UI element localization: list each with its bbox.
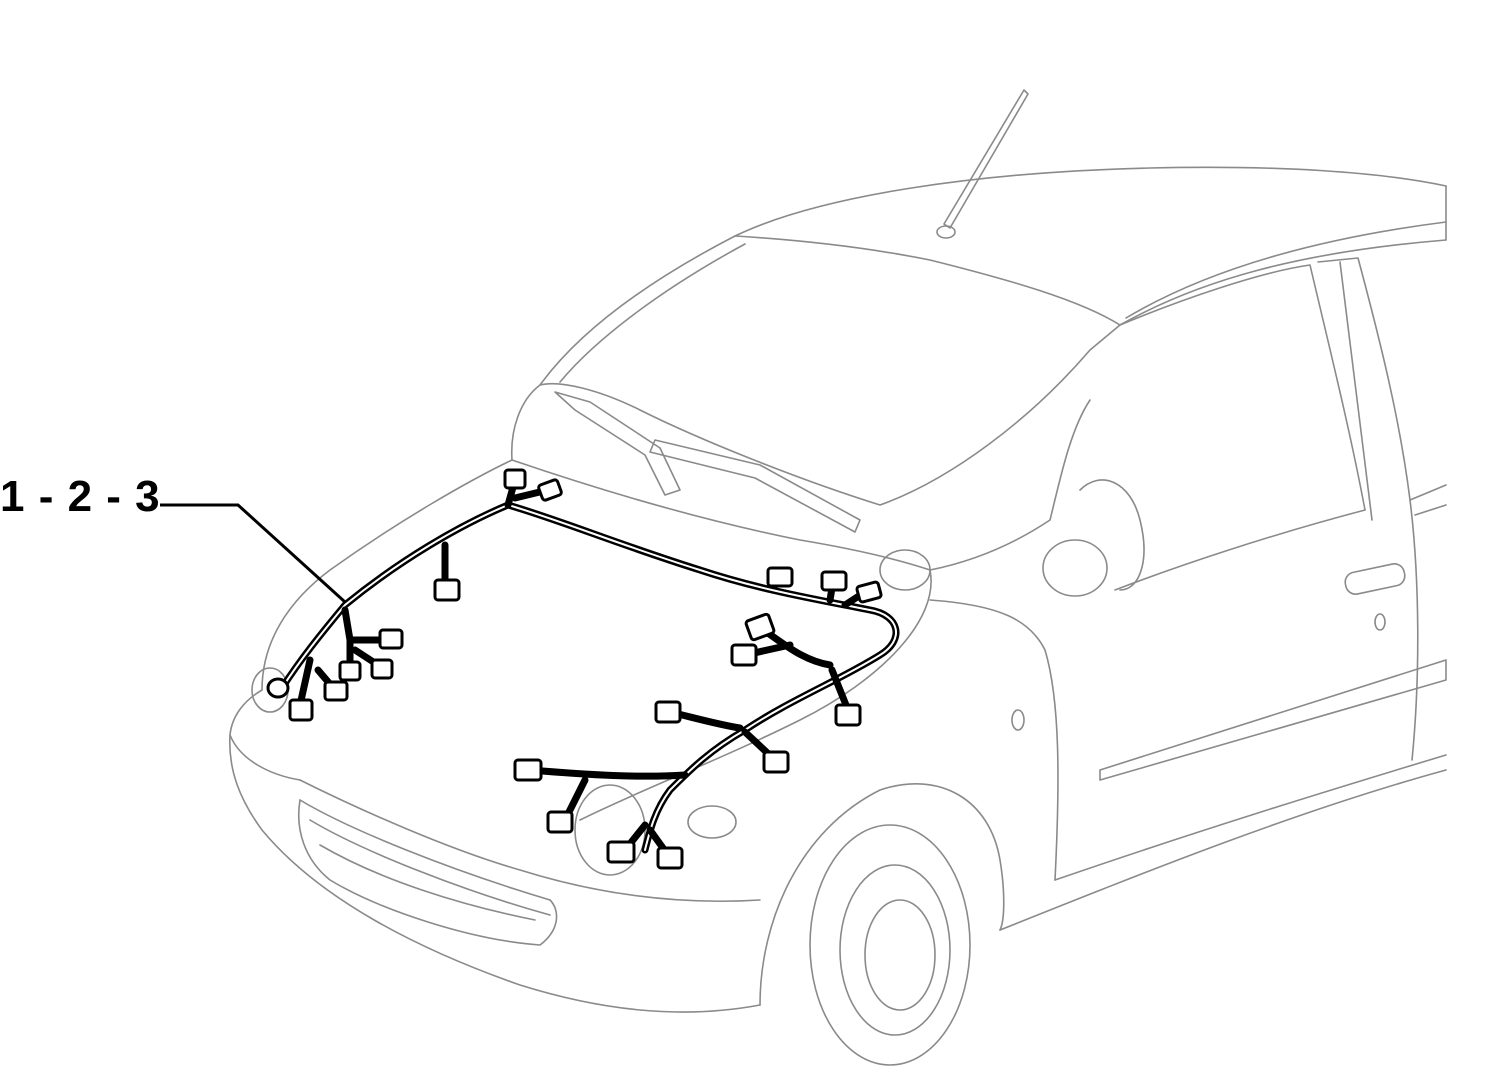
- front-rim: [839, 864, 951, 1036]
- grille-line-1: [299, 799, 551, 901]
- rear-door-top: [1409, 484, 1447, 501]
- connector: [855, 580, 883, 604]
- connector: [503, 468, 527, 490]
- part-number-callout: 1 - 2 - 3: [0, 472, 161, 521]
- connector: [338, 660, 362, 682]
- connector: [266, 677, 290, 699]
- connector: [433, 578, 461, 602]
- front-bumper-upper: [299, 779, 761, 903]
- connector: [766, 566, 794, 588]
- cowl-line: [511, 459, 931, 571]
- door-rear-edge: [1409, 499, 1419, 761]
- a-pillar: [929, 399, 1091, 571]
- connector: [288, 698, 314, 722]
- front-fender-rear-edge: [929, 599, 1059, 881]
- connector: [513, 758, 543, 782]
- body-lower-line: [1054, 754, 1447, 881]
- front-hub: [864, 899, 936, 1011]
- connector: [744, 612, 776, 642]
- connector: [820, 570, 848, 592]
- front-door-window: [1119, 264, 1366, 511]
- windshield-inner-edge: [559, 243, 746, 383]
- door-lock: [1374, 613, 1386, 631]
- wiper-right: [649, 439, 861, 533]
- roof-front-edge: [734, 235, 1121, 326]
- connector: [546, 810, 574, 834]
- b-pillar: [1317, 257, 1411, 501]
- grille-slat: [319, 844, 536, 921]
- door-handle: [1344, 563, 1406, 595]
- hood-right-edge: [579, 569, 932, 821]
- lower-grille: [298, 799, 558, 946]
- connector: [370, 658, 394, 680]
- mirror-housing: [1042, 539, 1108, 597]
- wiring-harness: [266, 468, 900, 870]
- connector: [762, 750, 790, 774]
- window-sill: [1114, 509, 1366, 591]
- roof-top-edge: [734, 166, 1447, 237]
- connector: [606, 840, 636, 864]
- antenna-base: [936, 225, 956, 239]
- branch-right-down: [828, 666, 852, 714]
- hood-left-edge: [261, 384, 541, 691]
- b-pillar-inner: [1339, 261, 1373, 521]
- wiper-left: [554, 391, 681, 496]
- roof-rail: [1125, 221, 1447, 319]
- harness-main-trunk-core: [281, 504, 897, 851]
- connector: [323, 680, 349, 702]
- branch-left-d: [296, 656, 314, 709]
- right-fog-lamp: [687, 805, 737, 839]
- side-sill: [999, 769, 1447, 931]
- front-tyre: [809, 824, 971, 1066]
- callout-leader-line: [160, 503, 347, 604]
- side-moulding: [1099, 659, 1447, 781]
- front-wheel-arch: [759, 783, 1005, 1006]
- connector: [537, 478, 563, 502]
- antenna: [943, 89, 1029, 229]
- side-mirror: [1079, 479, 1145, 591]
- connector: [730, 643, 758, 667]
- connector: [834, 703, 862, 727]
- windshield: [539, 235, 1121, 506]
- connector: [656, 846, 684, 870]
- side-repeater: [1011, 709, 1025, 731]
- grille-line-2: [309, 819, 551, 916]
- connector: [654, 700, 682, 724]
- car-body-outline: [228, 89, 1447, 1066]
- rear-door-top-2: [1414, 504, 1447, 516]
- cowl-vent: [879, 549, 931, 591]
- front-bumper-lower: [228, 734, 761, 1013]
- roof-side-edge: [1119, 239, 1447, 326]
- branch-lower-left: [526, 766, 689, 780]
- connector: [378, 628, 404, 650]
